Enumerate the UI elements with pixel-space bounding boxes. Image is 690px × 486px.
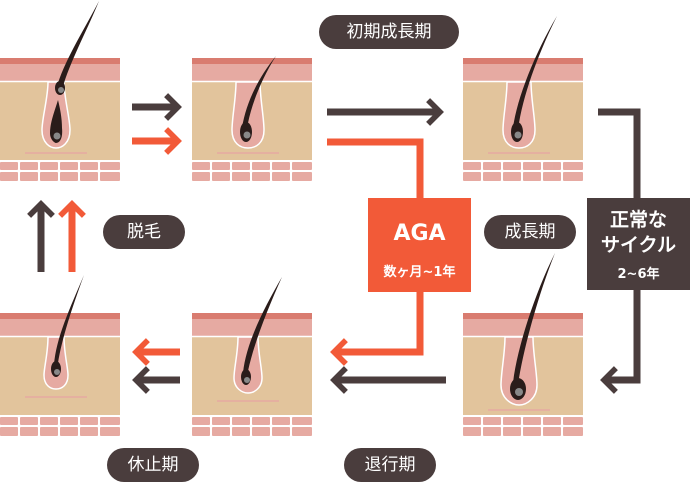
stage-label-catagen: 退行期 (344, 448, 436, 482)
normal-title-line2: サイクル (601, 234, 676, 256)
svg-text:退行期: 退行期 (365, 455, 416, 475)
aga-box: AGA 数ヶ月~1年 (368, 198, 471, 292)
stage-label-telogen: 休止期 (107, 448, 199, 482)
svg-text:成長期: 成長期 (505, 222, 556, 242)
normal-cycle-box: 正常な サイクル 2~6年 (587, 198, 690, 290)
stage-label-shedding: 脱毛 (103, 215, 185, 249)
normal-title-line1: 正常な (610, 208, 667, 231)
stage-label-anagen: 成長期 (484, 215, 576, 249)
svg-text:休止期: 休止期 (128, 455, 179, 475)
aga-duration: 数ヶ月~1年 (384, 264, 456, 280)
svg-text:初期成長期: 初期成長期 (347, 22, 432, 42)
aga-title: AGA (393, 221, 445, 246)
skin-tile-catagen (191, 277, 313, 437)
skin-tile-telogen (0, 275, 121, 437)
svg-text:脱毛: 脱毛 (127, 222, 161, 242)
skin-tile-anagen-early (462, 16, 584, 182)
skin-tile-early-anagen (191, 56, 313, 182)
skin-tile-anagen (462, 253, 584, 437)
normal-duration: 2~6年 (618, 266, 660, 282)
stage-label-early-anagen: 初期成長期 (319, 15, 459, 49)
skin-tile-new-growth (0, 1, 121, 182)
